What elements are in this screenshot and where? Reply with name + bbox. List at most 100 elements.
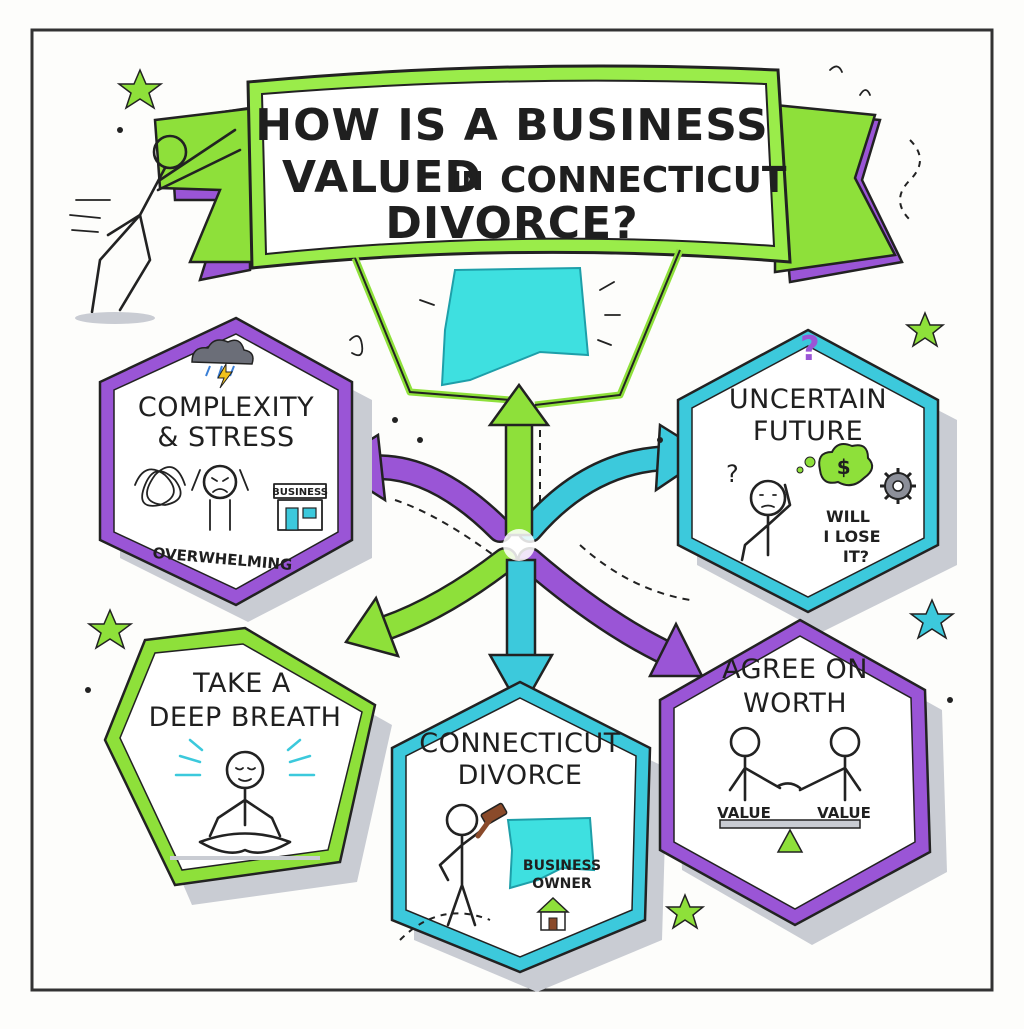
star-icon-cyan (908, 598, 956, 640)
question-mark-decor: ? (800, 329, 820, 369)
breath-line-2: DEEP BREATH (149, 702, 342, 733)
ct-map-small (506, 816, 596, 890)
arrow-map-head (487, 382, 551, 427)
hex-worth-fill (673, 635, 916, 910)
meditating-face (235, 767, 256, 782)
store-building (277, 499, 323, 531)
value-left: VALUE (717, 804, 771, 822)
stressed-face (211, 477, 229, 493)
calm-aura-lines (174, 738, 316, 777)
stressed-head (202, 464, 238, 500)
dot-4 (85, 687, 91, 693)
dot-5 (947, 697, 953, 703)
node-worth: AGREE ON WORTH VALUE VALUE (658, 618, 947, 945)
thinking-body (740, 483, 792, 562)
hex-breath-fill (119, 643, 363, 871)
node-breath: TAKE A DEEP BREATH (103, 626, 392, 905)
arrow-divorce-shaft (505, 558, 537, 662)
business-sign (273, 483, 327, 499)
person-left-body (728, 754, 782, 802)
thinking-face (759, 494, 777, 508)
gavel-icon (475, 802, 508, 839)
dot-2 (417, 437, 423, 443)
storm-cloud-icon (191, 339, 254, 365)
title-line-3: DIVORCE? (385, 198, 638, 249)
node-uncertain: UNCERTAIN FUTURE ? $ WILL I LOSE IT? (676, 328, 957, 632)
divorce-line-1: CONNECTICUT (419, 728, 620, 759)
uncertain-line-2: FUTURE (753, 416, 863, 447)
dashed-curve-bottom (399, 912, 491, 941)
dashed-line-left (394, 499, 501, 561)
judge-body (438, 828, 484, 927)
business-sign-text: BUSINESS (272, 487, 328, 498)
lightning-icon (217, 362, 233, 389)
arrow-breath (369, 549, 516, 641)
arrows (327, 382, 711, 713)
title-line-2-a: VALUED (282, 152, 482, 203)
gear-icon (880, 468, 916, 504)
doodle-marks (829, 65, 871, 96)
motion-lines (69, 199, 111, 233)
figure-head (152, 134, 188, 170)
stressed-arms (191, 469, 249, 531)
star-icon-right (904, 311, 946, 348)
scale-beam (719, 819, 861, 829)
figure-legs (90, 213, 152, 314)
meditating-legs (198, 832, 292, 854)
uncertain-question: ? (726, 460, 739, 488)
uncertain-note-3: IT? (843, 547, 869, 566)
title-banner: HOW IS A BUSINESS VALUED IN CONNECTICUT … (153, 64, 904, 284)
title-line-2-c: CONNECTICUT (500, 160, 787, 201)
ct-funnel (351, 248, 684, 409)
arrow-uncertain (519, 447, 681, 541)
divorce-label-2: OWNER (532, 876, 592, 892)
figure-shadow (75, 312, 155, 324)
dashed-line-right (579, 544, 691, 601)
divorce-label-1: BUSINESS (523, 858, 601, 874)
uncertain-line-1: UNCERTAIN (729, 384, 887, 415)
uncertain-note-2: I LOSE (823, 527, 880, 546)
arrow-worth (519, 549, 671, 661)
hex-uncertain-fill (691, 345, 925, 598)
thought-dot-2 (804, 456, 816, 468)
scale-fulcrum (776, 828, 804, 853)
dot-1 (392, 417, 398, 423)
decorations: ? (85, 65, 956, 941)
star-icon-bottom (664, 893, 706, 930)
store-door (285, 507, 299, 531)
worth-line-2: WORTH (743, 688, 847, 719)
banner-body (260, 79, 776, 256)
value-right: VALUE (817, 804, 871, 822)
center-glow (503, 529, 535, 561)
node-complexity: COMPLEXITY & STRESS BUSINESS OVERWHELMIN… (98, 316, 372, 622)
figure-arms (156, 128, 242, 192)
dashed-squiggle-right (899, 139, 921, 221)
node-divorce: CONNECTICUT DIVORCE BUSINESS OWNER (390, 680, 667, 992)
dot-6 (117, 127, 123, 133)
funnel-right-ink (534, 249, 681, 406)
money-bubble (818, 443, 874, 487)
hex-complexity-fill (113, 333, 339, 590)
store-window (302, 507, 317, 519)
complexity-line-2: & STRESS (157, 422, 294, 453)
person-right-body (798, 754, 862, 802)
thought-dot-1 (796, 466, 804, 474)
arrow-map-shaft (504, 418, 534, 537)
uncertain-note-1: WILL (826, 507, 870, 526)
ct-map (440, 266, 590, 387)
doodle-swirl (349, 335, 364, 357)
breath-line-1: TAKE A (192, 668, 291, 699)
arrow-worth-head (647, 621, 705, 678)
dot-3 (657, 437, 663, 443)
map-sparkle-lines (419, 281, 621, 346)
divorce-line-2: DIVORCE (458, 760, 583, 791)
title-line-1: HOW IS A BUSINESS (255, 100, 768, 151)
title-line-2-b: IN (452, 167, 483, 197)
handshake (776, 782, 802, 790)
meditating-arms (208, 786, 282, 838)
star-icon-left (86, 608, 134, 650)
funnel-left-ink (354, 257, 511, 401)
money-symbol: $ (837, 455, 851, 479)
